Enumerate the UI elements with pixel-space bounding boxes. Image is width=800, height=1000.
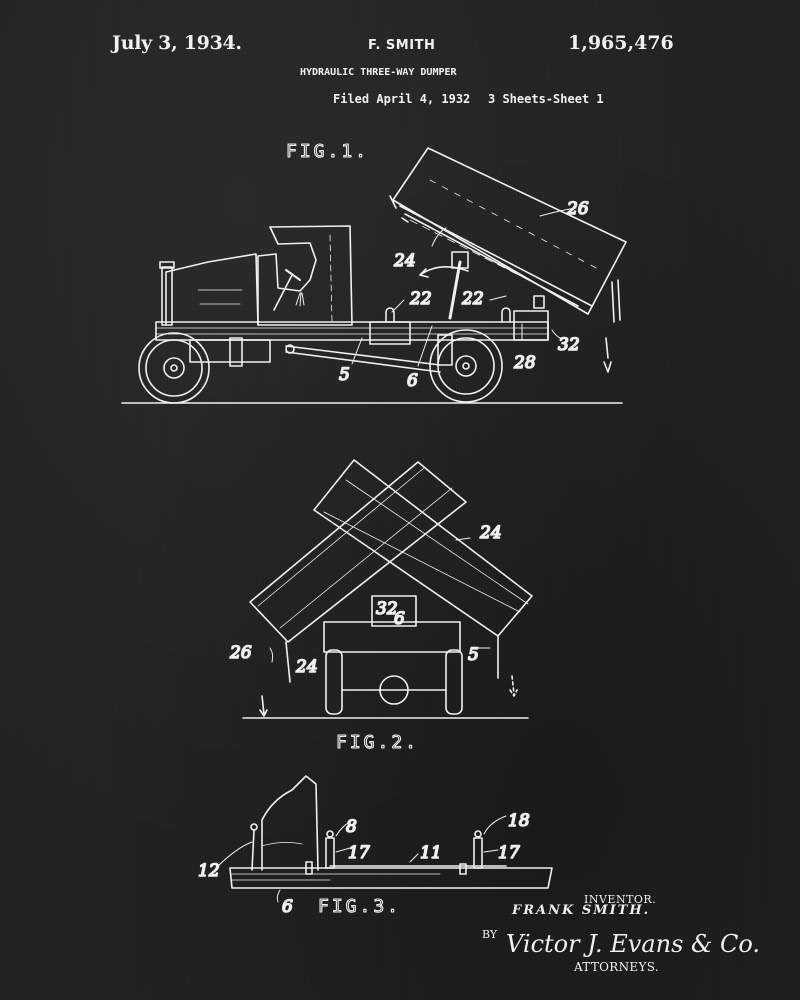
inventor-label: INVENTOR.: [584, 893, 657, 906]
attorney-signature: Victor J. Evans & Co.: [506, 930, 761, 958]
inventor-name: FRANK SMITH.: [512, 903, 651, 918]
fig1-ref-5: 5: [339, 365, 350, 385]
fig1-ref-22a: 22: [409, 289, 432, 309]
fig1-ref-26: 26: [566, 199, 589, 219]
fig2-ref-24: 24: [479, 523, 502, 543]
fig3-label: FIG.3.: [318, 896, 401, 917]
inventor-short-name: F. SMITH: [368, 38, 436, 53]
figure-2: FIG.2. 24 32 6 5 26 24: [228, 459, 533, 754]
fig2-ref-5: 5: [468, 645, 479, 665]
fig3-ref-8: 8: [346, 817, 357, 837]
issue-date: July 3, 1934.: [112, 32, 242, 54]
fig3-ref-17a: 17: [348, 843, 370, 863]
filed-date: Filed April 4, 1932: [333, 92, 471, 106]
fig3-ref-6: 6: [282, 897, 293, 917]
fig1-label: FIG.1.: [286, 141, 369, 162]
fig1-ref-28: 28: [513, 353, 536, 373]
attorneys-label: ATTORNEYS.: [574, 960, 659, 974]
fig2-ref-32: 32: [376, 599, 398, 619]
figure-1: FIG.1.: [121, 140, 627, 404]
fig3-ref-17b: 17: [498, 843, 520, 863]
fig1-ref-22b: 22: [461, 289, 484, 309]
figure-3: FIG.3. 8 18 17 11 17 12 6: [197, 775, 553, 918]
patent-title: HYDRAULIC THREE-WAY DUMPER: [300, 67, 457, 78]
fig1-ref-24: 24: [393, 251, 416, 271]
patent-number: 1,965,476: [568, 32, 674, 54]
by-label: BY: [482, 928, 498, 941]
fig3-ref-11: 11: [420, 843, 442, 863]
fig2-label: FIG.2.: [336, 732, 419, 753]
sheet-count: 3 Sheets-Sheet 1: [488, 92, 604, 106]
fig1-ref-32: 32: [558, 335, 580, 355]
fig2-ref-26: 26: [229, 643, 252, 663]
fig1-ref-6: 6: [407, 371, 418, 391]
fig3-ref-18: 18: [508, 811, 530, 831]
fig3-ref-12: 12: [198, 861, 220, 881]
fig2-ref-6: 6: [394, 609, 405, 629]
fig2-ref-24b: 24: [295, 657, 318, 677]
